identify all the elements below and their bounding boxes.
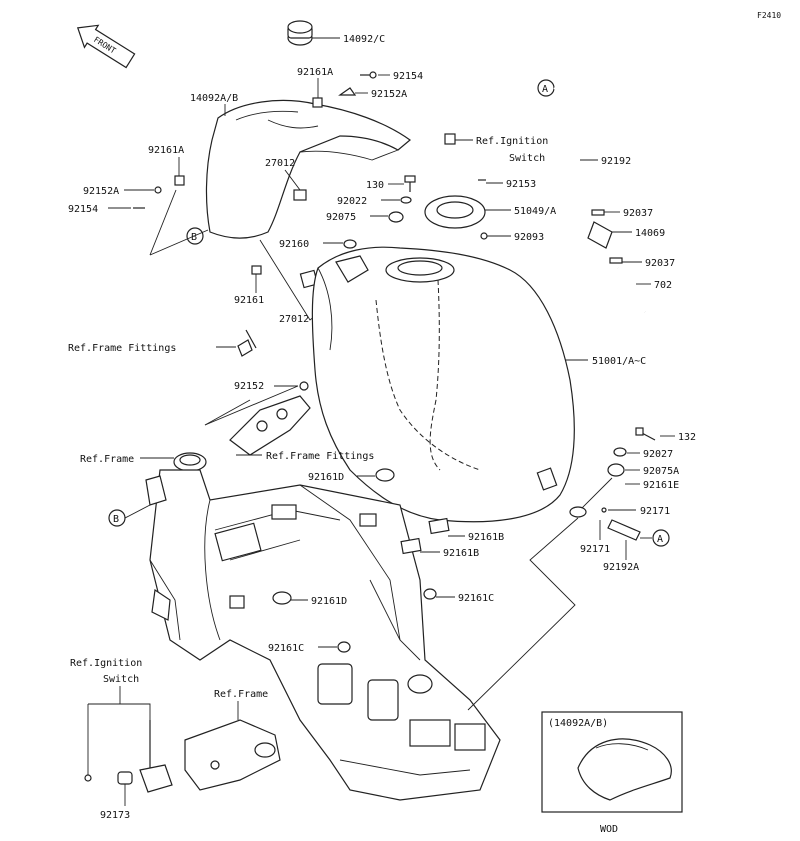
grommet-92161a: [312, 97, 323, 108]
tank-cover-14092ab: [205, 99, 411, 239]
callout-a-top-letter: A: [542, 84, 548, 95]
label-92152a-top: 92152A: [371, 89, 407, 100]
label-92171-low: 92171: [580, 544, 610, 555]
label-92022: 92022: [337, 196, 367, 207]
callout-a-low-letter: A: [657, 534, 663, 545]
label-92161c-low: 92161C: [268, 643, 304, 654]
label-92161d-mid: 92161D: [311, 596, 347, 607]
hose-92192a: [607, 519, 641, 541]
label-132: 132: [678, 432, 696, 443]
label-92161b-2: 92161B: [443, 548, 479, 559]
callout-a-low: [652, 529, 670, 547]
nut-92152a: [338, 87, 357, 96]
label-ref-ignition-top-2: Switch: [509, 153, 545, 164]
rubber-92161c-low: [337, 641, 351, 653]
label-92161a-top: 92161A: [297, 67, 333, 78]
label-14069: 14069: [635, 228, 665, 239]
label-92153: 92153: [506, 179, 536, 190]
label-92093: 92093: [514, 232, 544, 243]
collar-92160: [343, 239, 357, 249]
label-92161c-right: 92161C: [458, 593, 494, 604]
rubber-92161d-top: [375, 468, 395, 482]
label-27012-mid: 27012: [279, 314, 309, 325]
label-92027: 92027: [643, 449, 673, 460]
ignition-bracket: [184, 719, 281, 791]
grommet-92161a-left: [174, 175, 185, 186]
washer-92027: [613, 447, 627, 457]
rubber-92161d-mid: [272, 591, 292, 605]
label-14092ab: 14092A/B: [190, 93, 238, 104]
label-ref-frame-left: Ref.Frame: [80, 454, 134, 465]
label-92161b-1: 92161B: [468, 532, 504, 543]
label-92192: 92192: [601, 156, 631, 167]
callout-b-upper-letter: B: [191, 232, 197, 243]
damper-92075: [388, 211, 404, 223]
fuel-tank-51001: [311, 246, 575, 523]
nut-92152: [299, 381, 309, 391]
label-51049a: 51049/A: [514, 206, 556, 217]
label-92161d-top: 92161D: [308, 472, 344, 483]
label-ref-frame-bot: Ref.Frame: [214, 689, 268, 700]
label-92192a: 92192A: [603, 562, 639, 573]
callout-b-lower-letter: B: [113, 514, 119, 525]
label-92037-top: 92037: [623, 208, 653, 219]
pad-92161b-2: [400, 537, 422, 555]
label-92161a-left: 92161A: [148, 145, 184, 156]
label-51001: 51001/A~C: [592, 356, 646, 367]
label-92154-top: 92154: [393, 71, 423, 82]
label-92152: 92152: [234, 381, 264, 392]
label-92075a: 92075A: [643, 466, 679, 477]
label-92171-right: 92171: [640, 506, 670, 517]
clip-92171: [601, 507, 607, 513]
label-92075: 92075: [326, 212, 356, 223]
nut-ref-ignition: [444, 133, 456, 145]
label-92037-bot: 92037: [645, 258, 675, 269]
label-92152a-left: 92152A: [83, 186, 119, 197]
label-ref-ignition-bot-2: Switch: [103, 674, 139, 685]
rubber-92161c-right: [423, 588, 437, 600]
label-702: 702: [654, 280, 672, 291]
label-ref-ignition-top-1: Ref.Ignition: [476, 136, 548, 147]
label-92161e: 92161E: [643, 480, 679, 491]
washer-92022: [400, 196, 412, 204]
front-arrow-icon: FRONT: [76, 24, 136, 69]
label-ref-ignition-bot-1: Ref.Ignition: [70, 658, 142, 669]
clip-92173: [117, 771, 133, 785]
label-130: 130: [366, 180, 384, 191]
label-92161: 92161: [234, 295, 264, 306]
label-92173: 92173: [100, 810, 130, 821]
clamp-92037-top: [591, 209, 605, 216]
pad-92161b-1: [428, 517, 450, 535]
label-14092c: 14092/C: [343, 34, 385, 45]
label-ref-frame-fittings-left: Ref.Frame Fittings: [68, 343, 176, 354]
nut-92152a-left: [154, 186, 162, 194]
fuel-pump-51049a: [424, 195, 488, 240]
figure-code: F2410: [757, 11, 781, 20]
filter-14069: [587, 221, 613, 249]
label-92154-left: 92154: [68, 204, 98, 215]
inset-caption: WOD: [600, 824, 618, 835]
inset-title: (14092A/B): [548, 718, 608, 729]
cap-14092c: [287, 20, 313, 46]
inset-cover-shape: [577, 738, 672, 801]
label-ref-frame-fittings-mid: Ref.Frame Fittings: [266, 451, 374, 462]
damper-92075a: [607, 463, 625, 477]
label-92160: 92160: [279, 239, 309, 250]
label-27012-top: 27012: [265, 158, 295, 169]
clamp-92037-bot: [609, 257, 623, 264]
grommet-92161: [251, 265, 262, 275]
frame: [145, 469, 501, 801]
